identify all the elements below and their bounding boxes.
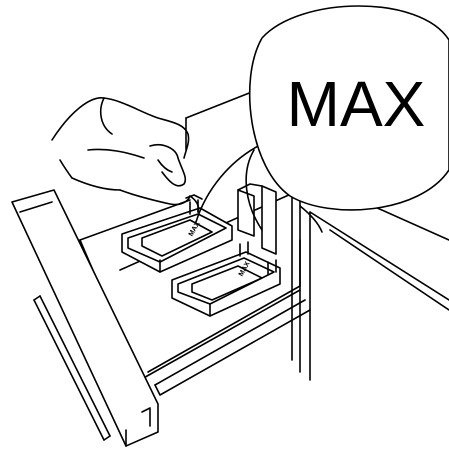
compartment-left — [122, 195, 232, 272]
callout-max-label: MAX — [287, 68, 426, 140]
drawer-front-panel — [12, 190, 158, 446]
siphon-tubes — [238, 184, 276, 254]
hand-illustration — [52, 98, 199, 212]
